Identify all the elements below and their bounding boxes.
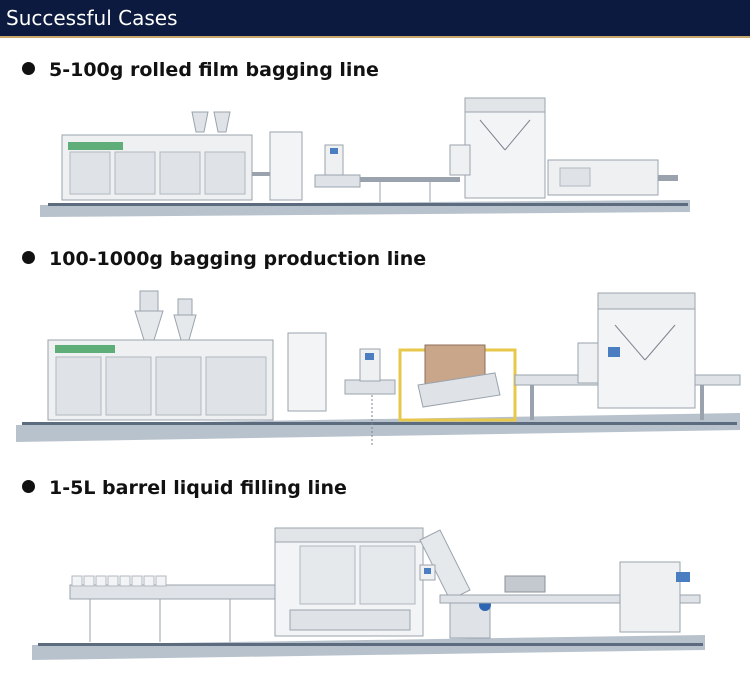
case-1-machine-image (0, 90, 750, 225)
case-2-machine-image (0, 285, 750, 450)
bullet-dot-icon (22, 480, 35, 493)
bullet-dot-icon (22, 251, 35, 264)
page-title: Successful Cases (6, 6, 178, 30)
case-3-heading: 1-5L barrel liquid filling line (22, 476, 347, 500)
case-3-label: 1-5L barrel liquid filling line (49, 477, 347, 499)
case-1-label: 5-100g rolled film bagging line (49, 59, 379, 81)
bullet-dot-icon (22, 62, 35, 75)
case-1-heading: 5-100g rolled film bagging line (22, 58, 379, 82)
case-2-heading: 100-1000g bagging production line (22, 247, 426, 271)
page-header: Successful Cases (0, 0, 750, 38)
case-2-label: 100-1000g bagging production line (49, 248, 427, 270)
case-3-machine-image (0, 510, 750, 670)
